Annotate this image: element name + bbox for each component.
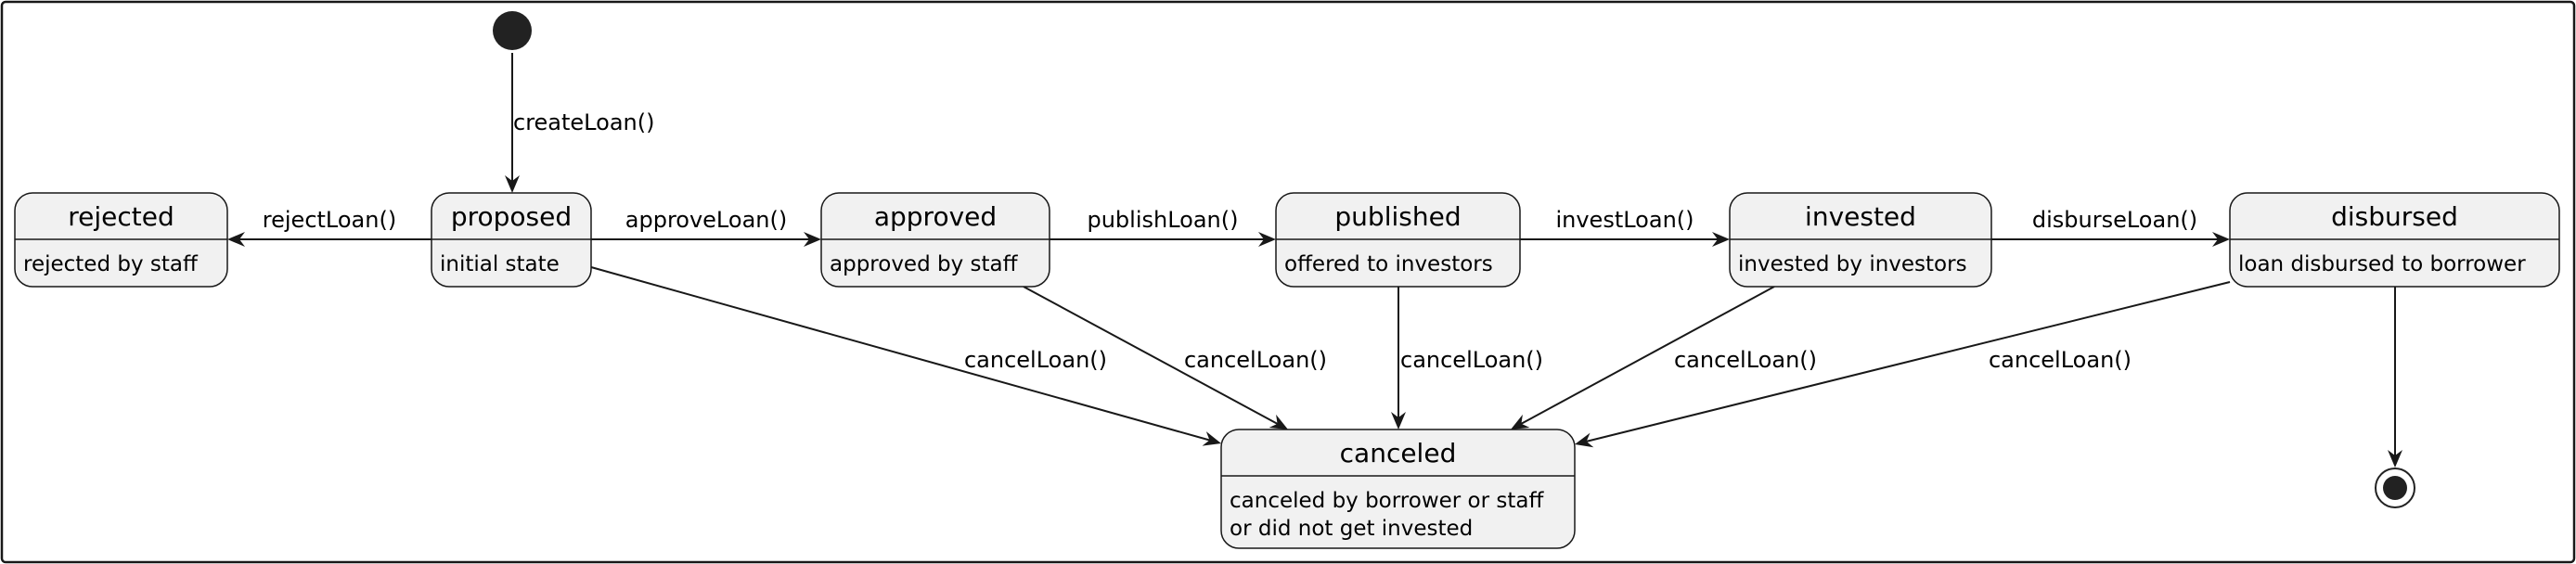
state-description: rejected by staff bbox=[23, 252, 199, 276]
arrowhead-icon bbox=[1511, 414, 1530, 429]
state-rejected: rejected rejected by staff bbox=[14, 192, 228, 288]
transition-published-to-invested: investLoan() bbox=[1520, 207, 1730, 247]
transition-line bbox=[1586, 281, 2231, 442]
state-name: proposed bbox=[451, 201, 572, 232]
state-box bbox=[1220, 429, 1576, 549]
transition-proposed-to-canceled: cancelLoan() bbox=[590, 266, 1221, 446]
arrowhead-icon bbox=[1391, 412, 1406, 429]
arrowhead-icon bbox=[1712, 232, 1730, 247]
transition-invested-to-canceled: cancelLoan() bbox=[1511, 286, 1817, 429]
transition-start-to-proposed: createLoan() bbox=[505, 53, 654, 193]
transition-label: cancelLoan() bbox=[964, 347, 1107, 373]
transition-disbursed-to-end bbox=[2388, 287, 2402, 468]
initial-state-icon bbox=[493, 11, 532, 50]
state-description: invested by investors bbox=[1738, 252, 1967, 276]
transition-line bbox=[590, 266, 1210, 442]
transition-line bbox=[1023, 286, 1279, 425]
arrowhead-icon bbox=[1258, 232, 1276, 247]
transition-invested-to-disbursed: disburseLoan() bbox=[1991, 207, 2230, 247]
state-published: published offered to investors bbox=[1275, 192, 1521, 288]
state-description: initial state bbox=[440, 252, 560, 276]
transition-label: rejectLoan() bbox=[263, 207, 396, 233]
arrowhead-icon bbox=[1269, 414, 1288, 429]
state-description: approved by staff bbox=[830, 252, 1019, 276]
state-name: canceled bbox=[1340, 438, 1457, 468]
transition-label: approveLoan() bbox=[625, 207, 787, 233]
transition-published-to-canceled: cancelLoan() bbox=[1391, 287, 1543, 429]
arrowhead-icon bbox=[1202, 431, 1221, 446]
arrowhead-icon bbox=[505, 175, 520, 193]
state-name: published bbox=[1334, 201, 1461, 232]
transition-label: cancelLoan() bbox=[1989, 347, 2132, 373]
states-layer: rejected rejected by staff proposed initial… bbox=[14, 192, 2560, 549]
transition-label: createLoan() bbox=[513, 109, 654, 135]
transition-label: cancelLoan() bbox=[1184, 347, 1327, 373]
arrowhead-icon bbox=[2212, 232, 2230, 247]
state-disbursed: disbursed loan disbursed to borrower bbox=[2229, 192, 2560, 288]
transition-line bbox=[1520, 286, 1775, 425]
state-name: rejected bbox=[68, 201, 174, 232]
final-state-dot bbox=[2383, 476, 2407, 500]
transition-approved-to-published: publishLoan() bbox=[1050, 207, 1276, 247]
state-name: disbursed bbox=[2331, 201, 2458, 232]
transitions-layer: createLoan() rejectLoan() approveLoan() pub… bbox=[227, 53, 2402, 468]
arrowhead-icon bbox=[2388, 450, 2402, 468]
pseudo-states-layer bbox=[493, 11, 2415, 508]
state-approved: approved approved by staff bbox=[820, 192, 1050, 288]
arrowhead-icon bbox=[227, 232, 245, 247]
state-description: offered to investors bbox=[1284, 252, 1493, 276]
transition-proposed-to-approved: approveLoan() bbox=[591, 207, 821, 247]
transition-proposed-to-rejected: rejectLoan() bbox=[227, 207, 431, 247]
transition-label: investLoan() bbox=[1555, 207, 1694, 233]
state-description: loan disbursed to borrower bbox=[2238, 252, 2526, 276]
transition-label: disburseLoan() bbox=[2032, 207, 2197, 233]
state-invested: invested invested by investors bbox=[1729, 192, 1992, 288]
transition-label: cancelLoan() bbox=[1674, 347, 1817, 373]
state-description: or did not get invested bbox=[1230, 517, 1473, 541]
transition-disbursed-to-canceled: cancelLoan() bbox=[1575, 281, 2231, 448]
state-description: canceled by borrower or staff bbox=[1230, 489, 1544, 513]
state-canceled: canceled canceled by borrower or staff or … bbox=[1220, 429, 1576, 549]
state-proposed: proposed initial state bbox=[431, 192, 592, 288]
transition-approved-to-canceled: cancelLoan() bbox=[1023, 286, 1327, 429]
arrowhead-icon bbox=[804, 232, 821, 247]
transition-label: cancelLoan() bbox=[1400, 347, 1543, 373]
final-state-icon bbox=[2375, 468, 2415, 508]
arrowhead-icon bbox=[1575, 432, 1594, 448]
state-name: approved bbox=[874, 201, 997, 232]
state-name: invested bbox=[1805, 201, 1916, 232]
transition-label: publishLoan() bbox=[1087, 207, 1238, 233]
